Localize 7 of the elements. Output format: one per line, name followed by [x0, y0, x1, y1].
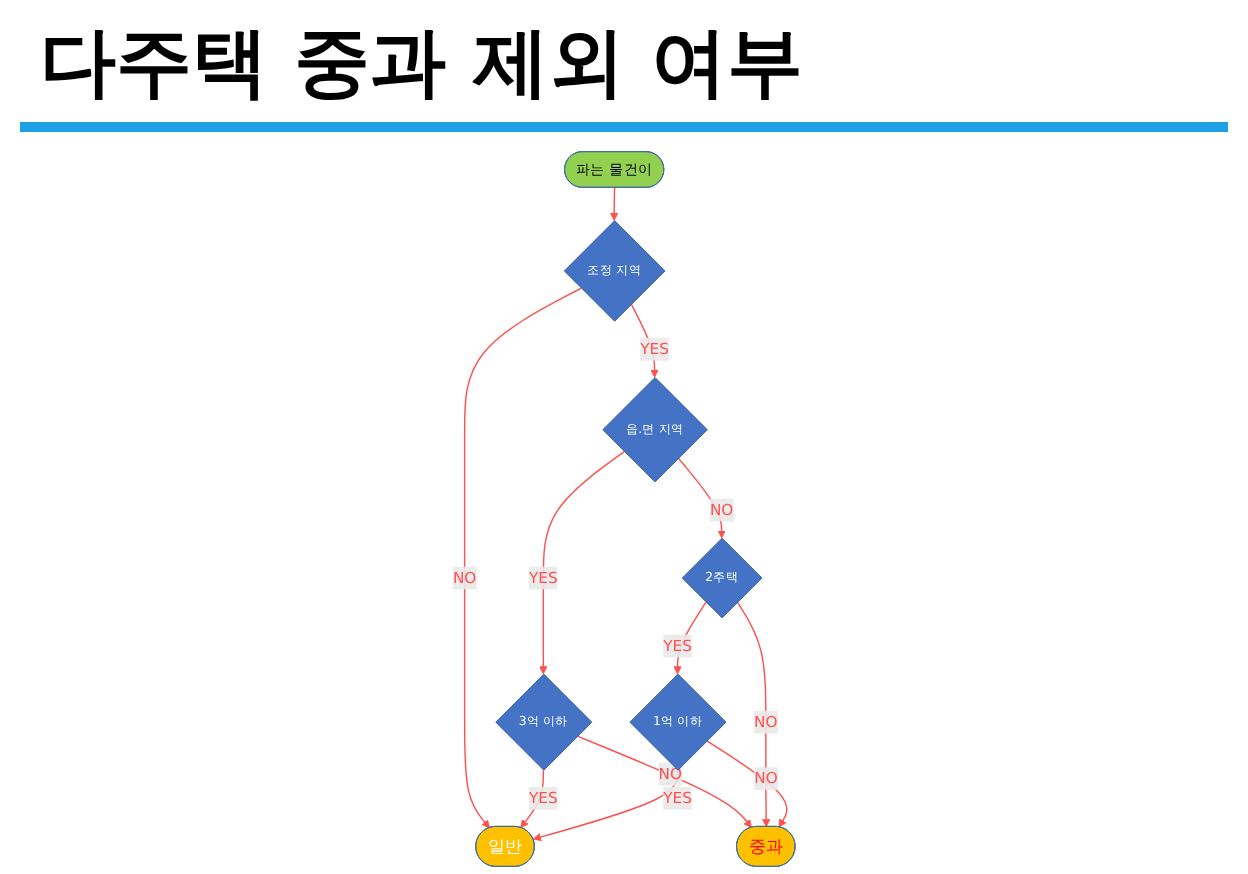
arrow: [736, 601, 771, 828]
arrow: [576, 735, 752, 829]
arrow: [539, 450, 625, 675]
arrow: [673, 601, 707, 675]
title: 다주택 중과 제외 여부: [40, 16, 806, 110]
arrow: [706, 740, 788, 828]
arrow: [609, 187, 619, 222]
